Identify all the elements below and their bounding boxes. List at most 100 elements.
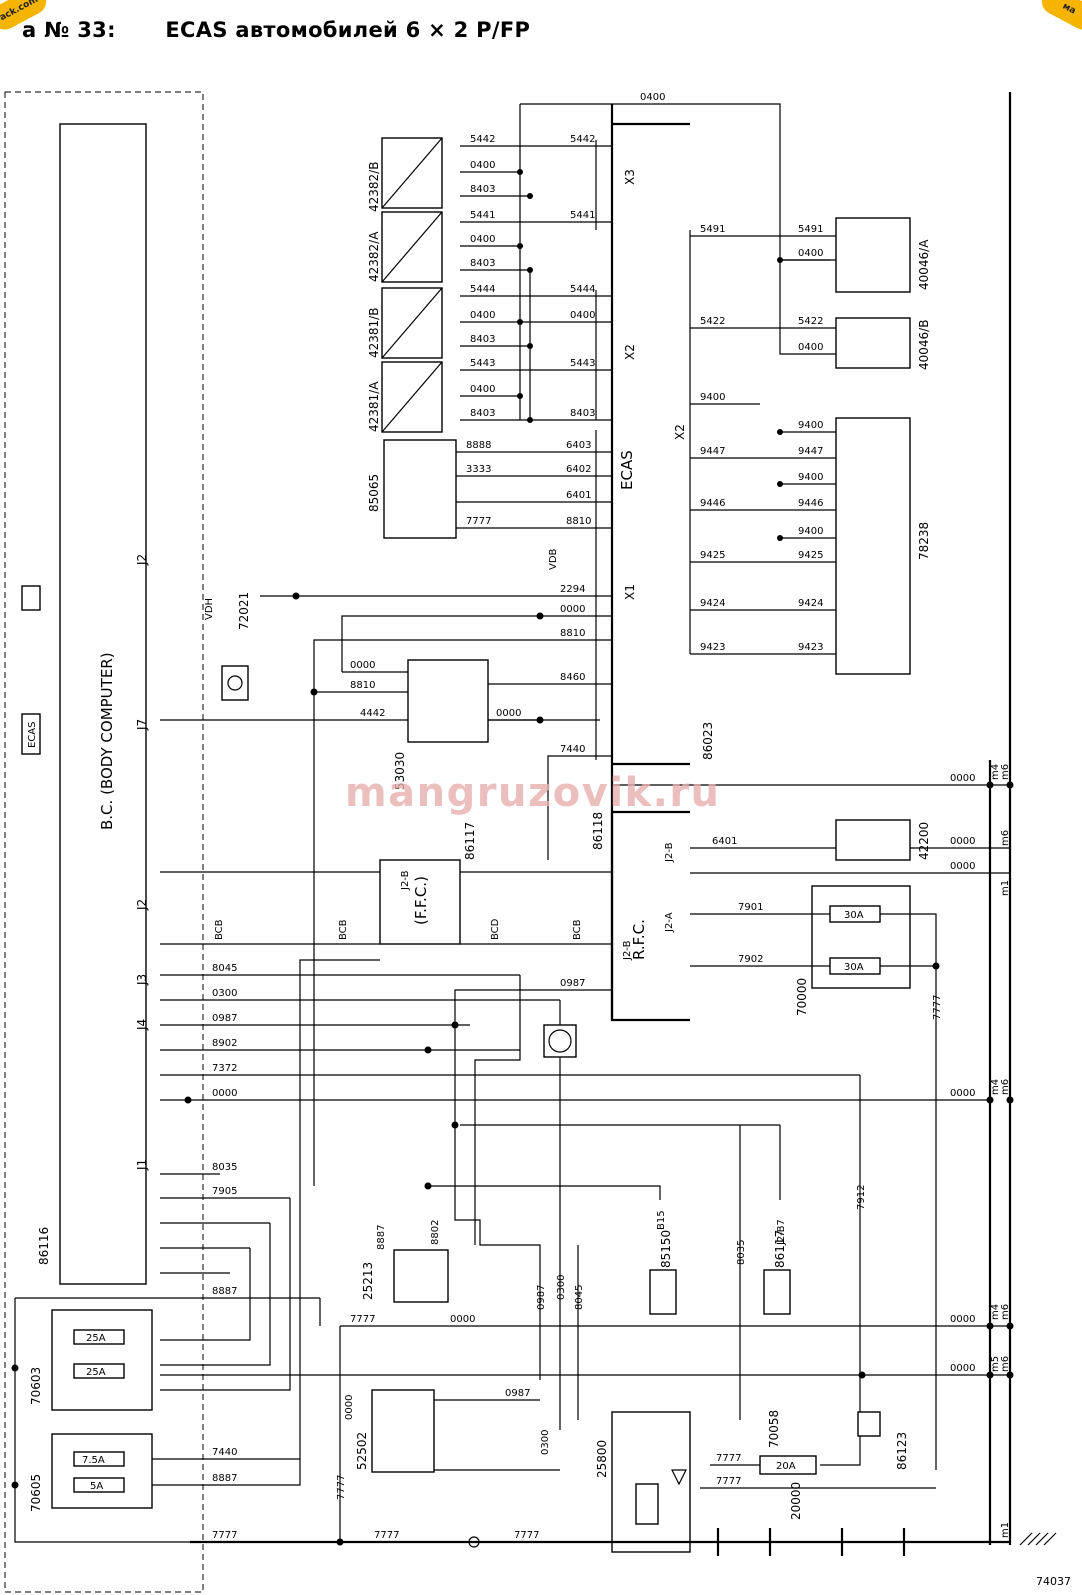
wire-9423-label: 9423	[700, 642, 725, 653]
junction-dot	[986, 1096, 994, 1104]
fuse-30a-2-label: 30A	[844, 962, 864, 973]
wire-7905-a-run	[160, 1198, 291, 1391]
page-title: а № 33: ECAS автомобилей 6 × 2 P/FP	[22, 18, 530, 42]
wire-7777-relay-label: 7777	[350, 1314, 375, 1325]
lamp-icon	[227, 675, 243, 691]
wire-6401-rfc-label: 6401	[712, 836, 737, 847]
wire-8810-x1	[313, 639, 612, 1186]
wire-5443-label: 5443	[470, 358, 495, 369]
diagram-number: а № 33:	[22, 18, 116, 42]
ffc-unit	[379, 859, 461, 945]
sensor-42200-label: 42200	[917, 822, 931, 860]
wire-8035-label: 8035	[212, 1162, 237, 1173]
sensor-42381-a-label: 42381/A	[367, 381, 381, 432]
power-relay-25800	[611, 1411, 691, 1553]
battery-20000-label: 20000	[789, 1482, 803, 1520]
body-computer-ref: 86116	[37, 1227, 51, 1265]
junction-dot	[1006, 1322, 1014, 1330]
vdb-label: VDB	[548, 548, 559, 570]
wire-4442-label: 4442	[360, 708, 385, 719]
fuse-70058-label: 70058	[767, 1410, 781, 1448]
gear-icon	[548, 1029, 572, 1053]
wire-0000-m5-label: 0000	[950, 1363, 975, 1374]
wire-9423-label-2: 9423	[798, 642, 823, 653]
fuse-box-70605	[51, 1433, 153, 1509]
wire-0000-relay-label: 0000	[350, 660, 375, 671]
wire-7905-a-label: 7905	[212, 1186, 237, 1197]
rfc-unit-ref: 86118	[591, 812, 605, 850]
bc-dashed-frame	[4, 91, 204, 1593]
vdh-label: VDH	[204, 598, 215, 620]
wire-6402-label: 6402	[566, 464, 591, 475]
relay-25213-8802-label: 8802	[430, 1220, 441, 1245]
wire-9424-label: 9424	[700, 598, 725, 609]
m6-label-3: m6	[1000, 830, 1011, 846]
wire-5442-label: 5442	[470, 134, 495, 145]
junction-dot	[986, 781, 994, 789]
ecas-badge	[21, 713, 41, 755]
wire-0400-s2-label: 0400	[470, 234, 495, 245]
junction-dot	[517, 393, 523, 399]
m6-label: m6	[1000, 764, 1011, 780]
page-header: ack.com ма а № 33: ECAS автомобилей 6 × …	[0, 0, 1082, 60]
wire-9425-label-2: 9425	[798, 550, 823, 561]
m5-label: m5	[990, 1356, 1001, 1372]
wire-7440-label: 7440	[560, 744, 585, 755]
wire-5491-label: 5491	[700, 224, 725, 235]
wire-9446-label: 9446	[700, 498, 725, 509]
device-86123-label: 86123	[895, 1432, 909, 1470]
m4-label-3: m4	[990, 1304, 1001, 1320]
junction-dot	[986, 1371, 994, 1379]
wire-5441-label-2: 5441	[570, 210, 595, 221]
wire-8403-s4-label-2: 8403	[570, 408, 595, 419]
wire-8035-run-label: 8035	[736, 1240, 747, 1265]
wire-8403-s3-label: 8403	[470, 334, 495, 345]
wire-5441-label: 5441	[470, 210, 495, 221]
main-feed-label-2: 7777	[374, 1530, 399, 1541]
junction-dot	[536, 612, 544, 620]
wire-8887-label: 8887	[212, 1286, 237, 1297]
m4-label: m4	[990, 764, 1001, 780]
wire-8888-label: 8888	[466, 440, 491, 451]
junction-dot	[986, 1322, 994, 1330]
wire-7777-20a-label: 7777	[716, 1453, 741, 1464]
wire-0400-s4-label: 0400	[470, 384, 495, 395]
wire-0000-x1-label: 0000	[560, 604, 585, 615]
wire-8460-label: 8460	[560, 672, 585, 683]
ffc-unit-ref: 86117	[463, 822, 477, 860]
j2b7-label: J2-B7	[776, 1219, 787, 1246]
wire-8045-run	[474, 975, 521, 1245]
wire-8045-label: 8045	[212, 963, 237, 974]
device-85150-label: 85150	[659, 1230, 673, 1268]
bc-j1-label: J1	[135, 1159, 149, 1171]
wire-6401-label: 6401	[566, 490, 591, 501]
ecas-x2-right-label: X2	[673, 424, 687, 440]
wire-6403-label: 6403	[566, 440, 591, 451]
wire-8902-label: 8902	[212, 1038, 237, 1049]
wire-0300-run-label: 0300	[556, 1275, 567, 1300]
junction-dot	[11, 1364, 19, 1372]
ffc-unit-label: (F.F.C.)	[412, 876, 430, 925]
wire-0000-m4-label: 0000	[950, 773, 975, 784]
junction-dot	[184, 1096, 192, 1104]
fuse-7-5a-label: 7.5A	[82, 1455, 105, 1466]
junction-dot	[424, 1046, 432, 1054]
wire-9446-label-2: 9446	[798, 498, 823, 509]
wire-0400-top	[520, 103, 830, 261]
wire-0987-switch-label: 0987	[505, 1388, 530, 1399]
connector-icon	[468, 1536, 480, 1548]
fuse-20a-label: 20A	[776, 1461, 796, 1472]
wire-9400-a-label: 9400	[798, 420, 823, 431]
wire-8887-left	[14, 1298, 190, 1543]
m6-label-2: m6	[1000, 1079, 1011, 1095]
wire-0000-bc-end-label: 0000	[950, 1088, 975, 1099]
ecas-x2-label: X2	[623, 344, 637, 360]
junction-dot	[11, 1481, 19, 1489]
junction-dot	[336, 1538, 344, 1546]
junction-dot	[292, 592, 300, 600]
body-computer-label: B.C. (BODY COMPUTER)	[98, 652, 116, 830]
junction-dot	[932, 962, 940, 970]
chassis-ground-icon	[1019, 1532, 1057, 1546]
junction-dot	[777, 429, 783, 435]
ecas-unit-ref: 86023	[701, 722, 715, 760]
